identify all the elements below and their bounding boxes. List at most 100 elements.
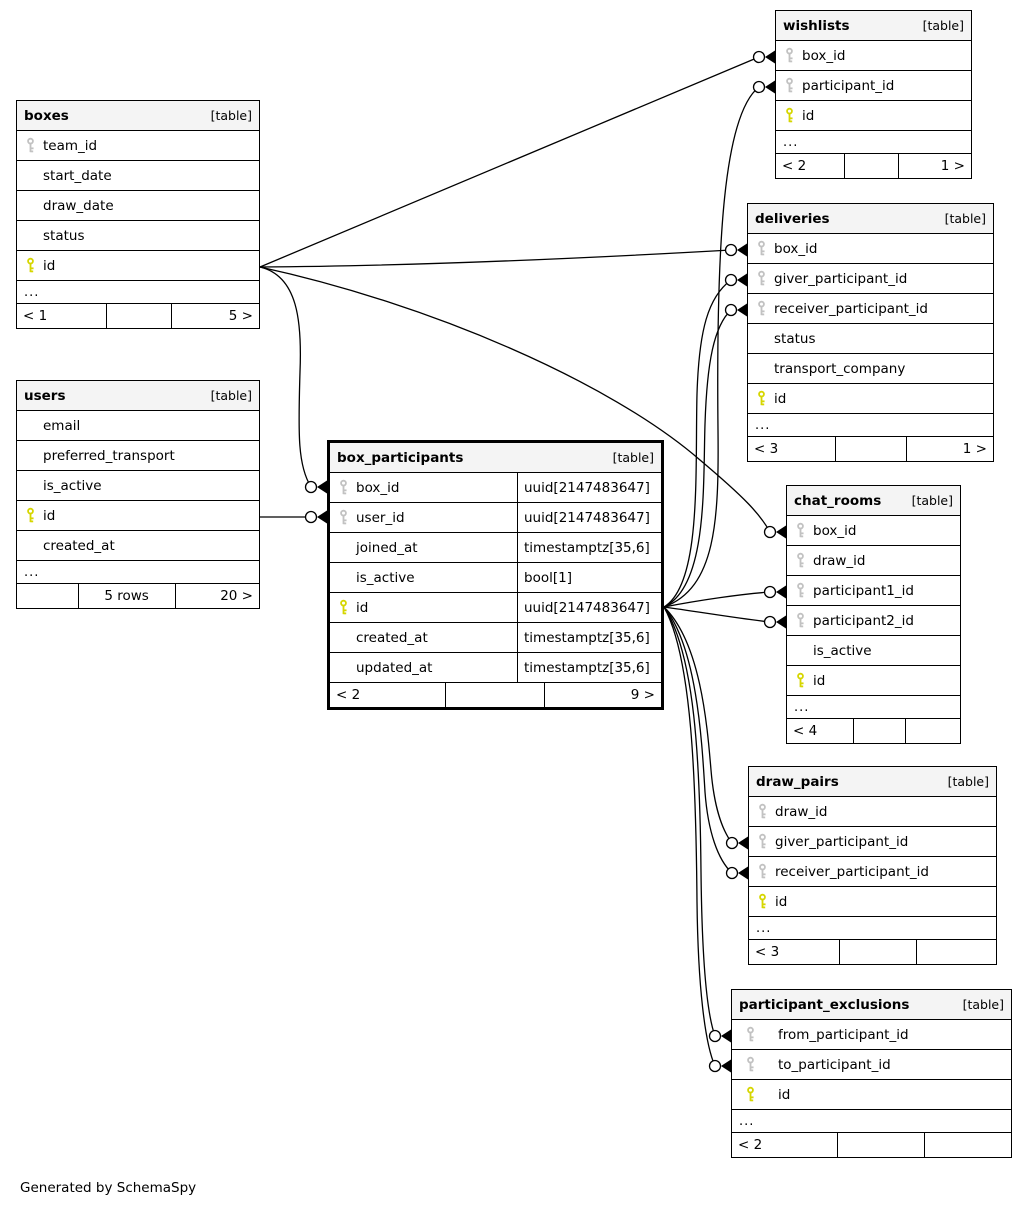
relationship-edge-box_participants-id-to-chat_rooms-participant1_id [663,585,786,608]
column-name: id [774,390,787,407]
column-name: is_active [813,642,872,659]
footer-rows-count [845,154,899,178]
table-header-wishlists[interactable]: wishlists[table] [776,11,971,41]
relationship-edge-box_participants-id-to-draw_pairs-giver_participant_id [663,606,748,850]
table-header-draw_pairs[interactable]: draw_pairs [table] [749,767,996,797]
column-row-status: status [17,221,259,251]
table-title: box_participants [337,449,464,466]
table-title: draw_pairs [756,773,839,790]
column-row-status: status [748,324,993,354]
column-name: joined_at [356,539,418,556]
foreign-key-icon [339,509,347,524]
relationship-edge-box_participants-id-to-participant_exclusions-to_participant_id [663,606,731,1073]
column-row-team_id: team_id [17,131,259,161]
relationship-edge-box_participants-id-to-chat_rooms-participant2_id [663,606,786,629]
foreign-key-icon [796,552,804,567]
foreign-key-icon [796,522,804,537]
primary-key-icon [339,599,347,614]
crow-arrow-icon [737,303,747,317]
footer-children-count: 9 > [630,687,655,703]
crow-arrow-icon [776,585,786,599]
foreign-key-slot [748,300,774,318]
column-row-is_active: is_active [17,471,259,501]
table-header-chat_rooms[interactable]: chat_rooms[table] [787,486,960,516]
table-header-participant_exclusions[interactable]: participant_exclusions[table] [732,990,1011,1020]
column-name: box_id [802,47,846,64]
footer-children-count [917,940,996,964]
primary-key-slot [749,893,775,911]
primary-key-slot [732,1086,768,1104]
crow-arrow-icon [765,50,775,64]
relationship-edge-box_participants-id-to-draw_pairs-receiver_participant_id [663,606,748,880]
column-row-email: email [17,411,259,441]
column-name: draw_id [775,803,828,820]
relationship-edge-box_participants-id-to-wishlists-participant_id [663,80,775,608]
crow-arrow-icon [721,1059,731,1073]
table-type-label: [table] [947,774,989,789]
footer-parents-count: < 4 [787,719,855,743]
zero-or-one-circle-icon [752,50,766,64]
relationship-edge-box_participants-id-to-deliveries-giver_participant_id [663,273,747,608]
table-title: participant_exclusions [739,996,910,1013]
primary-key-slot [17,507,43,525]
column-name: draw_id [813,552,866,569]
table-type-label: [table] [944,211,986,226]
column-row-id: id [17,251,259,281]
diagram-credit: Generated by SchemaSpy [20,1180,197,1196]
relationship-edge-box_participants-id-to-participant_exclusions-from_participant_id [663,606,731,1043]
column-row-id: id [17,501,259,531]
footer-children-count: 5 > [228,308,253,324]
foreign-key-icon [26,137,34,152]
column-row-is_active: is_active [787,636,960,666]
foreign-key-icon [758,803,766,818]
foreign-key-icon [746,1056,754,1071]
zero-or-one-circle-icon [763,585,777,599]
zero-or-one-circle-icon [724,303,738,317]
table-header-users[interactable]: users[table] [17,381,259,411]
footer-rows-count [836,437,908,461]
primary-key-icon [796,672,804,687]
zero-or-one-circle-icon [708,1059,722,1073]
column-type: timestamptz[35,6] [524,539,650,556]
relationship-edge-users-id-to-box_participants-user_id [260,510,327,524]
primary-key-icon [26,257,34,272]
table-header-deliveries[interactable]: deliveries[table] [748,204,993,234]
table-type-label: [table] [210,388,252,403]
column-name: id [43,257,56,274]
column-name: status [43,227,85,244]
primary-key-icon [758,893,766,908]
foreign-key-icon [758,833,766,848]
relationship-edge-boxes-id-to-deliveries-box_id [259,243,747,268]
table-footer: < 4 [787,719,960,743]
table-header-boxes[interactable]: boxes[table] [17,101,259,131]
column-row-id: id [732,1080,1011,1110]
footer-parents-count [17,584,79,608]
column-row-id: id [776,101,971,131]
table-header-box_participants[interactable]: box_participants[table] [330,443,661,473]
column-row-draw_id: draw_id [787,546,960,576]
foreign-key-icon [785,77,793,92]
foreign-key-slot [787,582,813,600]
relationship-edge-boxes-id-to-box_participants-box_id [259,266,327,494]
column-name: to_participant_id [778,1056,891,1073]
zero-or-one-circle-icon [724,273,738,287]
column-type: bool[1] [524,569,572,586]
primary-key-icon [757,390,765,405]
crow-arrow-icon [317,510,327,524]
column-name: box_id [774,240,818,257]
zero-or-one-circle-icon [725,866,739,880]
foreign-key-icon [757,270,765,285]
crow-arrow-icon [737,273,747,287]
primary-key-slot [776,107,802,125]
zero-or-one-circle-icon [752,80,766,94]
column-name: participant1_id [813,582,914,599]
column-name: box_id [813,522,857,539]
column-name: id [778,1086,791,1103]
foreign-key-slot [787,612,813,630]
crow-arrow-icon [776,525,786,539]
